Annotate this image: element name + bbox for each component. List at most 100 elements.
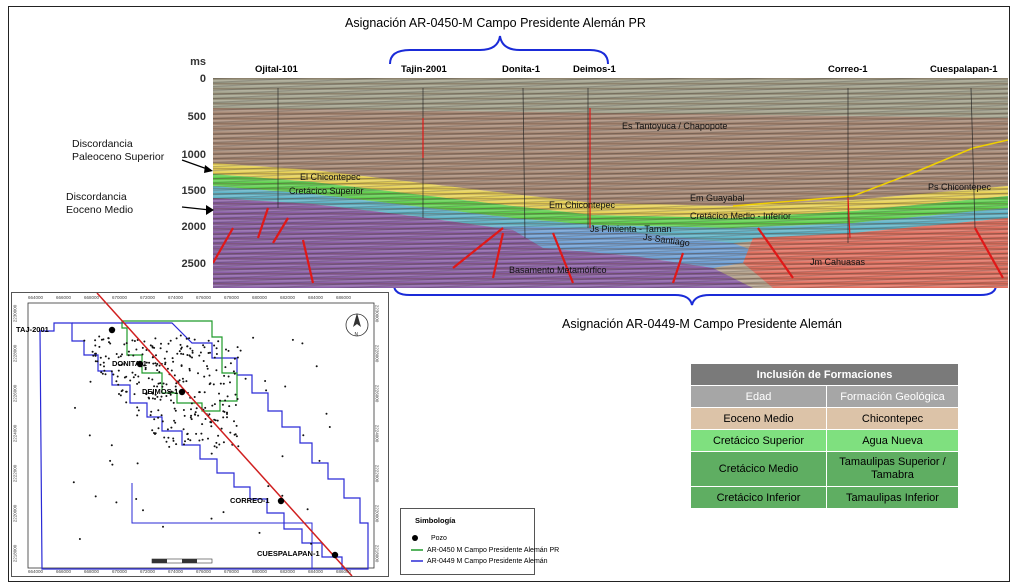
map-well-dot — [170, 426, 173, 429]
map-well-dot — [165, 395, 168, 397]
map-well-dot — [215, 369, 218, 372]
map-well-dot — [239, 349, 242, 352]
map-well-dot — [178, 379, 181, 382]
map-well-dot — [208, 383, 211, 386]
map-well-dot — [125, 401, 128, 404]
map-well-dot — [211, 404, 214, 407]
map-well-dot — [133, 393, 136, 396]
map-well-dot — [133, 340, 136, 342]
map-well-dot — [213, 403, 216, 406]
map-well-dot — [136, 414, 139, 417]
map-well-dot — [188, 367, 191, 370]
map-well-dot — [125, 375, 128, 378]
table-cell-formation: Tamaulipas Inferior — [826, 486, 959, 509]
map-well-dot — [170, 369, 173, 372]
discordance-arrows — [181, 159, 214, 215]
formation-em-guayabal: Em Guayabal — [690, 193, 745, 203]
map-well-dot — [191, 356, 193, 359]
map-well-dot — [193, 338, 196, 341]
map-y-coord-right: 2226000 — [374, 384, 380, 403]
map-x-coord-bottom: 664000 — [28, 569, 44, 574]
map-well-dot — [197, 372, 199, 375]
map-well-dot — [212, 383, 215, 386]
map-well-dot — [131, 371, 134, 374]
ms-tick-1000: 1000 — [181, 149, 206, 161]
map-well-dot — [116, 375, 119, 378]
map-well-dot — [203, 391, 206, 394]
map-well-dot — [189, 416, 192, 419]
map-well-dot — [100, 338, 103, 341]
map-well-dot — [232, 370, 235, 373]
map-y-coord-right: 2228000 — [374, 344, 380, 363]
map-legend: Simbología Pozo AR-0450 M Campo Presiden… — [400, 508, 559, 575]
map-x-coord-bottom: 666000 — [56, 569, 72, 574]
map-well-dot — [181, 377, 184, 380]
map-well-dot — [129, 379, 132, 382]
table-row: Cretácico Medio Tamaulipas Superior / Ta… — [690, 451, 959, 487]
map-well-dot — [147, 396, 150, 399]
map-well-dot — [222, 511, 225, 514]
map-well-dot — [180, 352, 183, 355]
map-well-dot — [234, 393, 237, 396]
map-well-dot — [112, 373, 115, 376]
map-well-dot — [302, 434, 305, 437]
map-y-coord: 2220000 — [12, 504, 18, 523]
map-well-dot — [191, 351, 194, 354]
map-well-dot — [233, 420, 235, 423]
map-well-dot — [135, 348, 138, 351]
map-well-taj-2001: TAJ-2001 — [16, 325, 49, 334]
map-well-dot — [198, 391, 201, 394]
map-well-dot — [207, 339, 210, 342]
map-well-dot — [220, 427, 223, 430]
map-well-dot — [144, 366, 147, 369]
map-well-dot — [167, 342, 170, 345]
map-y-coord: 2226000 — [12, 384, 18, 403]
map-well-dot — [194, 411, 197, 414]
ms-unit-label: ms — [190, 56, 206, 68]
map-well-dot — [102, 338, 105, 341]
map-well-dot — [258, 531, 261, 534]
map-well-dot — [94, 344, 97, 347]
map-well-dot — [218, 392, 220, 395]
map-x-coord-bottom: 678000 — [224, 569, 240, 574]
map-well-dot — [74, 406, 76, 409]
table-header-age: Edad — [690, 385, 827, 408]
map-well-dot — [198, 354, 201, 357]
map-well-dot — [165, 350, 168, 353]
map-well-dot — [167, 436, 170, 439]
map-well-dot — [222, 382, 225, 385]
ms-tick-0: 0 — [199, 73, 206, 85]
map-well-dot — [163, 436, 166, 439]
map-well-dot — [190, 418, 193, 421]
map-well-dot — [213, 356, 216, 359]
map-well-dot — [132, 376, 135, 379]
map-well-dot — [237, 445, 240, 448]
map-well-dot — [213, 344, 216, 347]
map-well-dot — [151, 397, 154, 400]
bottom-bracket — [393, 284, 997, 306]
well-tajin-2001: Tajin-2001 — [401, 64, 447, 75]
map-well-dot — [210, 517, 213, 520]
map-well-dot — [252, 336, 255, 339]
map-well-dot — [221, 403, 224, 406]
map-well-dot — [318, 459, 321, 462]
map-well-dot — [179, 334, 182, 337]
map-well-dot — [94, 339, 97, 342]
map-well-dot — [166, 428, 169, 431]
map-well-dot — [223, 374, 226, 377]
map-well-dot — [155, 364, 158, 367]
map-well-dot — [137, 375, 140, 378]
map-canvas: N — [27, 293, 375, 576]
map-well-dot — [96, 360, 99, 363]
map-well-dot — [172, 401, 175, 404]
map-well-dot — [182, 353, 185, 356]
legend-label: AR-0450 M Campo Presidente Alemán PR — [426, 547, 560, 554]
svg-text:N: N — [355, 332, 359, 338]
discordance-eocene-label: Discordancia Eoceno Medio — [66, 191, 134, 216]
well-deimos-1: Deimos-1 — [573, 64, 616, 75]
map-well-dot — [115, 353, 118, 355]
map-well-dot — [175, 388, 177, 391]
map-well-dot — [165, 383, 168, 386]
map-well-dot — [164, 361, 167, 364]
map-y-coord: 2224000 — [12, 424, 18, 443]
